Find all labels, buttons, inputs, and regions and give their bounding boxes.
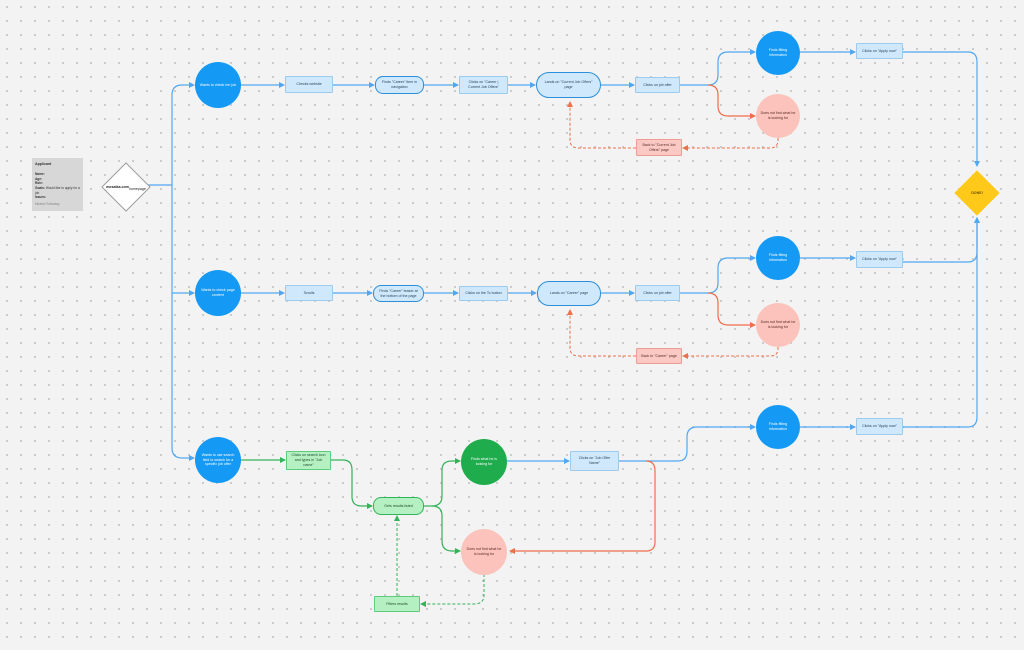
node-p1-clicks-career[interactable]: Clicks on "Career | Current Job Offers" xyxy=(459,76,508,94)
persona-author: Mirabel Szilvassy xyxy=(35,202,60,207)
node-p1-lands[interactable]: Lands on "Current Job Offers" page xyxy=(536,72,601,98)
edge-p3-2 xyxy=(331,459,373,509)
node-p2-back[interactable]: Back to "Career" page xyxy=(636,348,682,364)
node-p3-results[interactable]: Gets results listed xyxy=(373,497,424,515)
edge-p1-to-notfound xyxy=(707,84,756,119)
persona-row-issues: Issues: xyxy=(35,195,46,200)
edge-p2-to-notfound xyxy=(707,292,756,328)
edge-p3-results-notfound xyxy=(431,505,461,554)
node-p2-lands[interactable]: Lands on "Career" page xyxy=(537,281,601,306)
node-p1-intent[interactable]: Wants to check her job xyxy=(195,62,241,108)
edge-p1-apply-done xyxy=(903,51,980,167)
persona-title: Applicant xyxy=(35,162,52,166)
node-p2-finds-teaser[interactable]: Finds "Career" teaser at the bottom of t… xyxy=(373,285,424,302)
node-p3-clicks-offer[interactable]: Clicks on "Job Offer Name" xyxy=(570,451,619,471)
done-node-label: DONE! xyxy=(971,190,983,195)
edge-trunk-vertical xyxy=(171,84,183,459)
node-p2-apply[interactable]: Clicks on "Apply now" xyxy=(856,251,903,268)
persona-card: Applicant Name: Age: Role: Goals: Would … xyxy=(32,158,83,211)
persona-row-name: Name: xyxy=(35,172,45,177)
node-p3-search[interactable]: Clicks on search icon and types in "Job … xyxy=(286,451,331,470)
node-p1-back[interactable]: Back to "Current Job Offers" page xyxy=(636,139,682,156)
edge-p3-apply-done xyxy=(903,217,980,428)
edge-p1-back-lands xyxy=(567,101,636,149)
node-p1-finds-info[interactable]: Finds fitting information xyxy=(756,31,800,75)
node-p3-not-found[interactable]: Does not find what he is looking for xyxy=(461,529,507,575)
edge-p3-clicks-notfound xyxy=(509,460,656,554)
node-p2-intent[interactable]: Wants to check page content xyxy=(195,270,241,316)
node-p2-finds-info[interactable]: Finds fitting information xyxy=(756,236,800,280)
node-p3-finds[interactable]: Finds what he is looking for xyxy=(461,439,507,485)
done-node[interactable]: DONE! xyxy=(953,169,1001,217)
edge-p2-back-lands xyxy=(567,309,636,357)
node-p1-finds-career[interactable]: Finds "Career" item in navigation xyxy=(375,76,424,94)
node-p3-filters[interactable]: Filters results xyxy=(374,596,420,612)
node-p1-not-found[interactable]: Does not find what he is looking for xyxy=(756,94,800,138)
node-p1-clicks-offer[interactable]: Clicks on job offer xyxy=(635,77,680,93)
node-p2-not-found[interactable]: Does not find what he is looking for xyxy=(756,303,800,347)
node-p1-apply[interactable]: Clicks on "Apply now" xyxy=(856,43,903,59)
persona-row-goals: Goals: Would like to apply for a job xyxy=(35,186,80,195)
edge-p3-notfound-filters xyxy=(420,574,485,607)
edge-p2-to-finds xyxy=(680,255,756,294)
edge-p2-notfound-back xyxy=(682,347,779,359)
node-p3-apply[interactable]: Clicks on "Apply now" xyxy=(856,418,903,435)
edge-p2-apply-done xyxy=(903,217,980,263)
node-p2-scrolls[interactable]: Scrolls xyxy=(285,285,333,301)
edge-p3-results-finds xyxy=(424,458,461,507)
edge-p1-notfound-back xyxy=(682,138,779,151)
edge-p3-clicks-finds-info xyxy=(619,424,756,462)
node-p2-clicks-offer[interactable]: Clicks on job offer xyxy=(635,285,680,301)
node-p1-checks[interactable]: Checks website xyxy=(285,76,333,93)
node-p3-finds-info[interactable]: Finds fitting information xyxy=(756,405,800,449)
persona-row-role: Role: xyxy=(35,181,43,186)
node-p3-intent[interactable]: Wants to use search field to search for … xyxy=(195,437,241,483)
node-p2-clicks-button[interactable]: Clicks on the To button xyxy=(459,286,508,301)
edge-p1-to-finds xyxy=(680,49,756,86)
persona-row-age: Age: xyxy=(35,176,43,181)
